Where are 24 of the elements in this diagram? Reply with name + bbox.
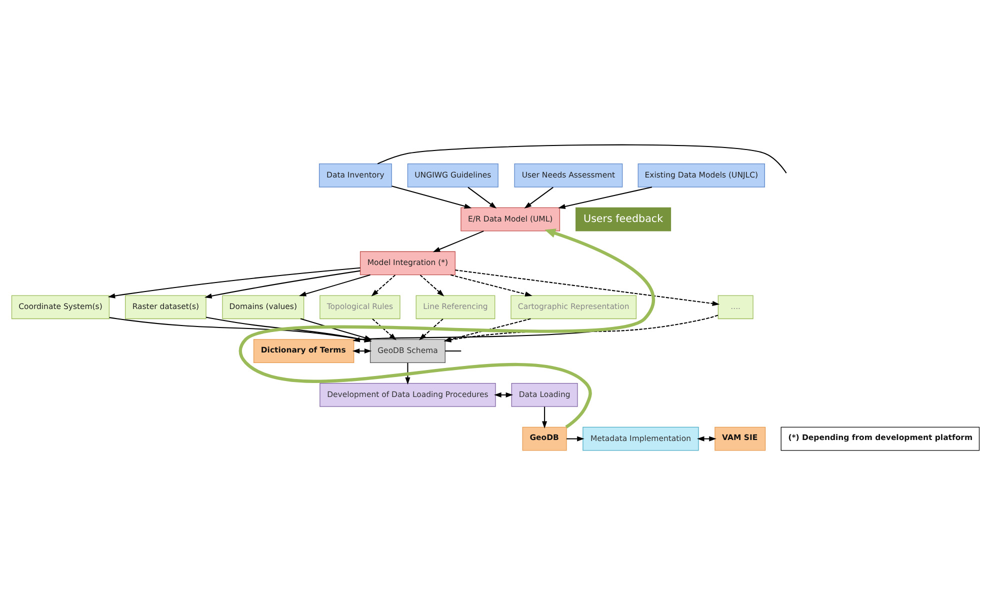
arrow xyxy=(239,228,655,428)
arrow xyxy=(566,436,584,441)
arrow xyxy=(420,274,444,296)
arrow xyxy=(204,270,360,298)
arrow xyxy=(298,274,370,296)
arrow xyxy=(372,318,396,340)
connector xyxy=(445,350,462,352)
arrow xyxy=(371,274,396,296)
node-box: Users feedback xyxy=(576,206,672,231)
arrow xyxy=(419,318,444,340)
arrow xyxy=(300,318,372,340)
arrow xyxy=(542,406,548,428)
arrow xyxy=(432,230,484,252)
connector xyxy=(377,144,787,173)
arrow xyxy=(450,274,532,296)
arrow xyxy=(455,269,720,306)
arrow xyxy=(392,185,472,208)
arrow xyxy=(108,266,360,298)
arrow xyxy=(524,186,554,208)
arrow xyxy=(558,186,652,208)
arrow xyxy=(109,316,372,342)
arrow xyxy=(206,316,372,342)
arrow xyxy=(405,362,410,384)
arrow xyxy=(468,186,497,208)
